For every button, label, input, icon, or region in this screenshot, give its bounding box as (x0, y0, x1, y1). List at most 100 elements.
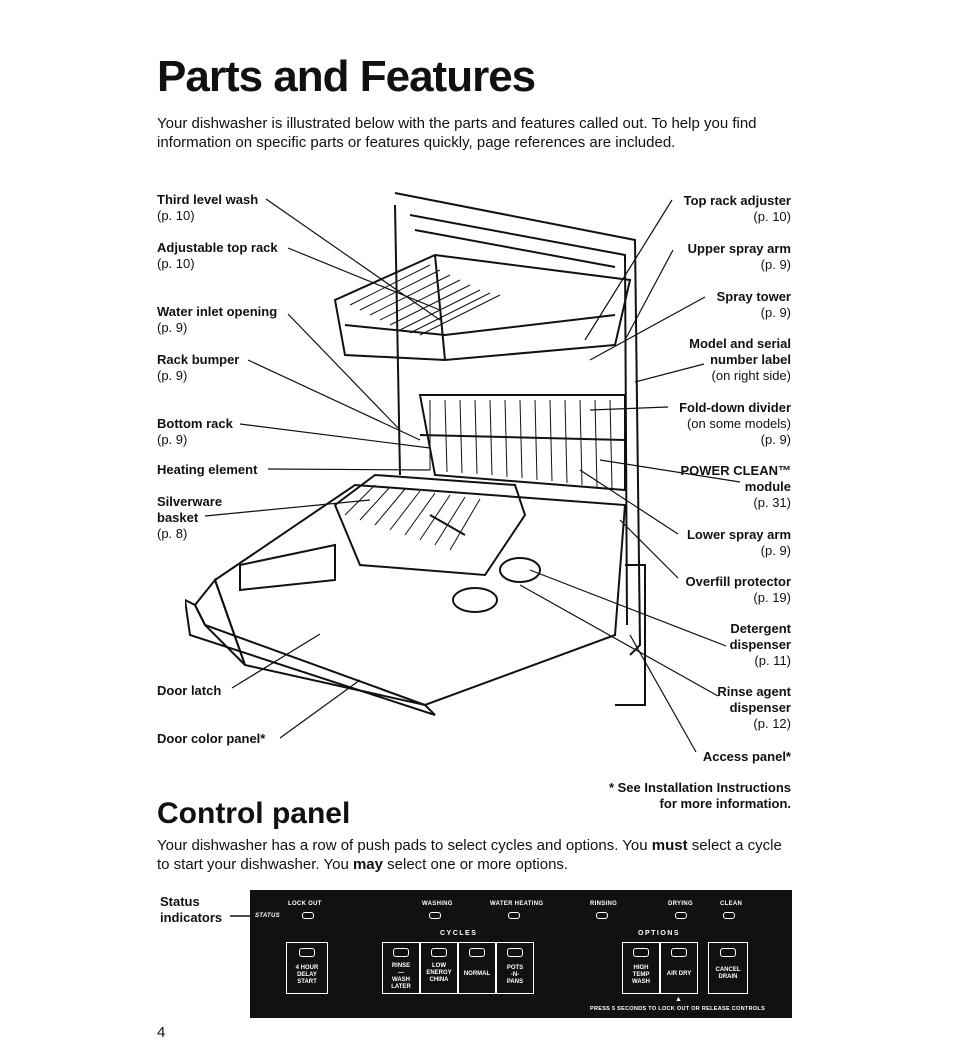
callout-ref: (p. 8) (157, 526, 188, 541)
callout-name-line2: module (744, 479, 791, 494)
callout-ref-line2: (p. 9) (760, 432, 791, 447)
callout-name: Upper spray arm (687, 241, 791, 256)
callout-name: Lower spray arm (686, 527, 791, 542)
callout-ref: (p. 19) (753, 590, 791, 605)
washing-label: WASHING (422, 901, 453, 907)
rinsing-indicator-light (596, 912, 608, 919)
callout-ref: (p. 9) (760, 543, 791, 558)
callout-water-inlet-opening: Water inlet opening (p. 9) (157, 304, 277, 336)
callout-ref: (p. 9) (760, 305, 791, 320)
high-line1: HIGH (633, 965, 649, 971)
pots-line1: POTS (506, 965, 524, 971)
callout-name: Door latch (157, 683, 222, 698)
callout-ref: (on right side) (711, 368, 791, 383)
delay-line3: START (297, 979, 317, 985)
callout-ref: (p. 10) (753, 209, 791, 224)
callout-ref: (on some models) (686, 416, 791, 431)
callout-name: Bottom rack (157, 416, 233, 431)
callout-access-panel: Access panel* (703, 749, 791, 765)
callout-rack-bumper: Rack bumper (p. 9) (157, 352, 239, 384)
normal-button[interactable]: NORMAL (458, 942, 496, 994)
water-heating-indicator-light (508, 912, 520, 919)
page-number: 4 (157, 1024, 166, 1041)
callout-heating-element: Heating element (157, 462, 257, 478)
pots-n-pans-button[interactable]: POTS-N-PANS (496, 942, 534, 994)
intro-text: Your dishwasher has a row of push pads t… (157, 837, 652, 854)
callout-bottom-rack: Bottom rack (p. 9) (157, 416, 233, 448)
delay-line1: 4 HOUR (295, 965, 319, 971)
callout-name: Top rack adjuster (683, 193, 791, 208)
callout-adjustable-top-rack: Adjustable top rack (p. 10) (157, 240, 278, 272)
callout-name-line2: dispenser (729, 637, 791, 652)
callout-name: Silverware (157, 494, 223, 509)
clean-label: CLEAN (720, 901, 743, 907)
drying-indicator-light (675, 912, 687, 919)
callout-name: Spray tower (716, 289, 791, 304)
callout-name: Rack bumper (157, 352, 240, 367)
callout-power-clean-module: POWER CLEAN™ module (p. 31) (681, 463, 792, 511)
intro-paragraph: Your dishwasher is illustrated below wit… (157, 115, 757, 151)
callout-name: Access panel* (702, 749, 791, 764)
callout-spray-tower: Spray tower (p. 9) (717, 289, 791, 321)
low-line2: ENERGY (426, 970, 452, 976)
callout-name: Detergent (730, 621, 791, 636)
options-label: OPTIONS (638, 930, 681, 937)
callout-overfill-protector: Overfill protector (p. 19) (686, 574, 791, 606)
callout-name-line2: dispenser (729, 700, 791, 715)
low-line3: CHINA (429, 977, 449, 983)
callout-name: Adjustable top rack (157, 240, 278, 255)
callout-ref: (p. 10) (157, 256, 195, 271)
footnote-line1: * See Installation Instructions (608, 780, 791, 795)
rinse-line1: RINSE (391, 963, 411, 969)
high-line2: TEMP (632, 972, 650, 978)
control-panel-intro: Your dishwasher has a row of push pads t… (157, 836, 797, 874)
callout-silverware-basket: Silverware basket (p. 8) (157, 494, 222, 542)
callout-name: Water inlet opening (157, 304, 278, 319)
callout-lower-spray-arm: Lower spray arm (p. 9) (687, 527, 791, 559)
installation-footnote: * See Installation Instructions for more… (609, 780, 791, 812)
low-energy-indicator-light (431, 948, 447, 957)
callout-rinse-agent-dispenser: Rinse agent dispenser (p. 12) (717, 684, 791, 732)
washing-indicator-light (429, 912, 441, 919)
rinse-line4: LATER (391, 984, 411, 990)
callout-name: Overfill protector (685, 574, 791, 589)
callout-name: Door color panel* (157, 731, 266, 746)
delay-indicator-light (299, 948, 315, 957)
callout-ref: (p. 31) (753, 495, 791, 510)
intro-text: select one or more options. (382, 856, 569, 873)
normal-label: NORMAL (463, 971, 491, 977)
callout-detergent-dispenser: Detergent dispenser (p. 11) (730, 621, 791, 669)
lockout-instruction: PRESS 5 SECONDS TO LOCK OUT OR RELEASE C… (590, 1006, 766, 1012)
normal-indicator-light (469, 948, 485, 957)
callout-model-serial-label: Model and serial number label (on right … (689, 336, 791, 384)
intro-emphasis-may: may (352, 856, 383, 873)
high-temp-indicator-light (633, 948, 649, 957)
callout-ref: (p. 9) (157, 368, 188, 383)
callout-upper-spray-arm: Upper spray arm (p. 9) (688, 241, 791, 273)
callout-name-line2: number label (710, 352, 791, 367)
footnote-line2: for more information. (659, 796, 791, 811)
status-label-line2: indicators (160, 910, 223, 925)
cancel-indicator-light (720, 948, 736, 957)
water-heating-label: WATER HEATING (490, 901, 544, 907)
control-panel-heading: Control panel (157, 797, 351, 830)
callout-third-level-wash: Third level wash (p. 10) (157, 192, 258, 224)
intro-text: select a cycle to start your dishwasher.… (157, 837, 782, 873)
lock-out-label: LOCK OUT (288, 901, 322, 907)
status-indicators-label: Status indicators (160, 894, 222, 926)
high-line3: WASH (632, 979, 650, 985)
callout-ref: (p. 11) (754, 653, 791, 668)
callout-door-color-panel: Door color panel* (157, 731, 265, 747)
callout-ref: (p. 10) (157, 208, 195, 223)
callout-name: Heating element (157, 462, 258, 477)
callout-name: Fold-down divider (679, 400, 791, 415)
pots-line2: -N- (510, 972, 520, 978)
callout-name-line2: basket (157, 510, 199, 525)
air-dry-button[interactable]: AIR DRY (660, 942, 698, 994)
callout-name: Rinse agent (717, 684, 791, 699)
